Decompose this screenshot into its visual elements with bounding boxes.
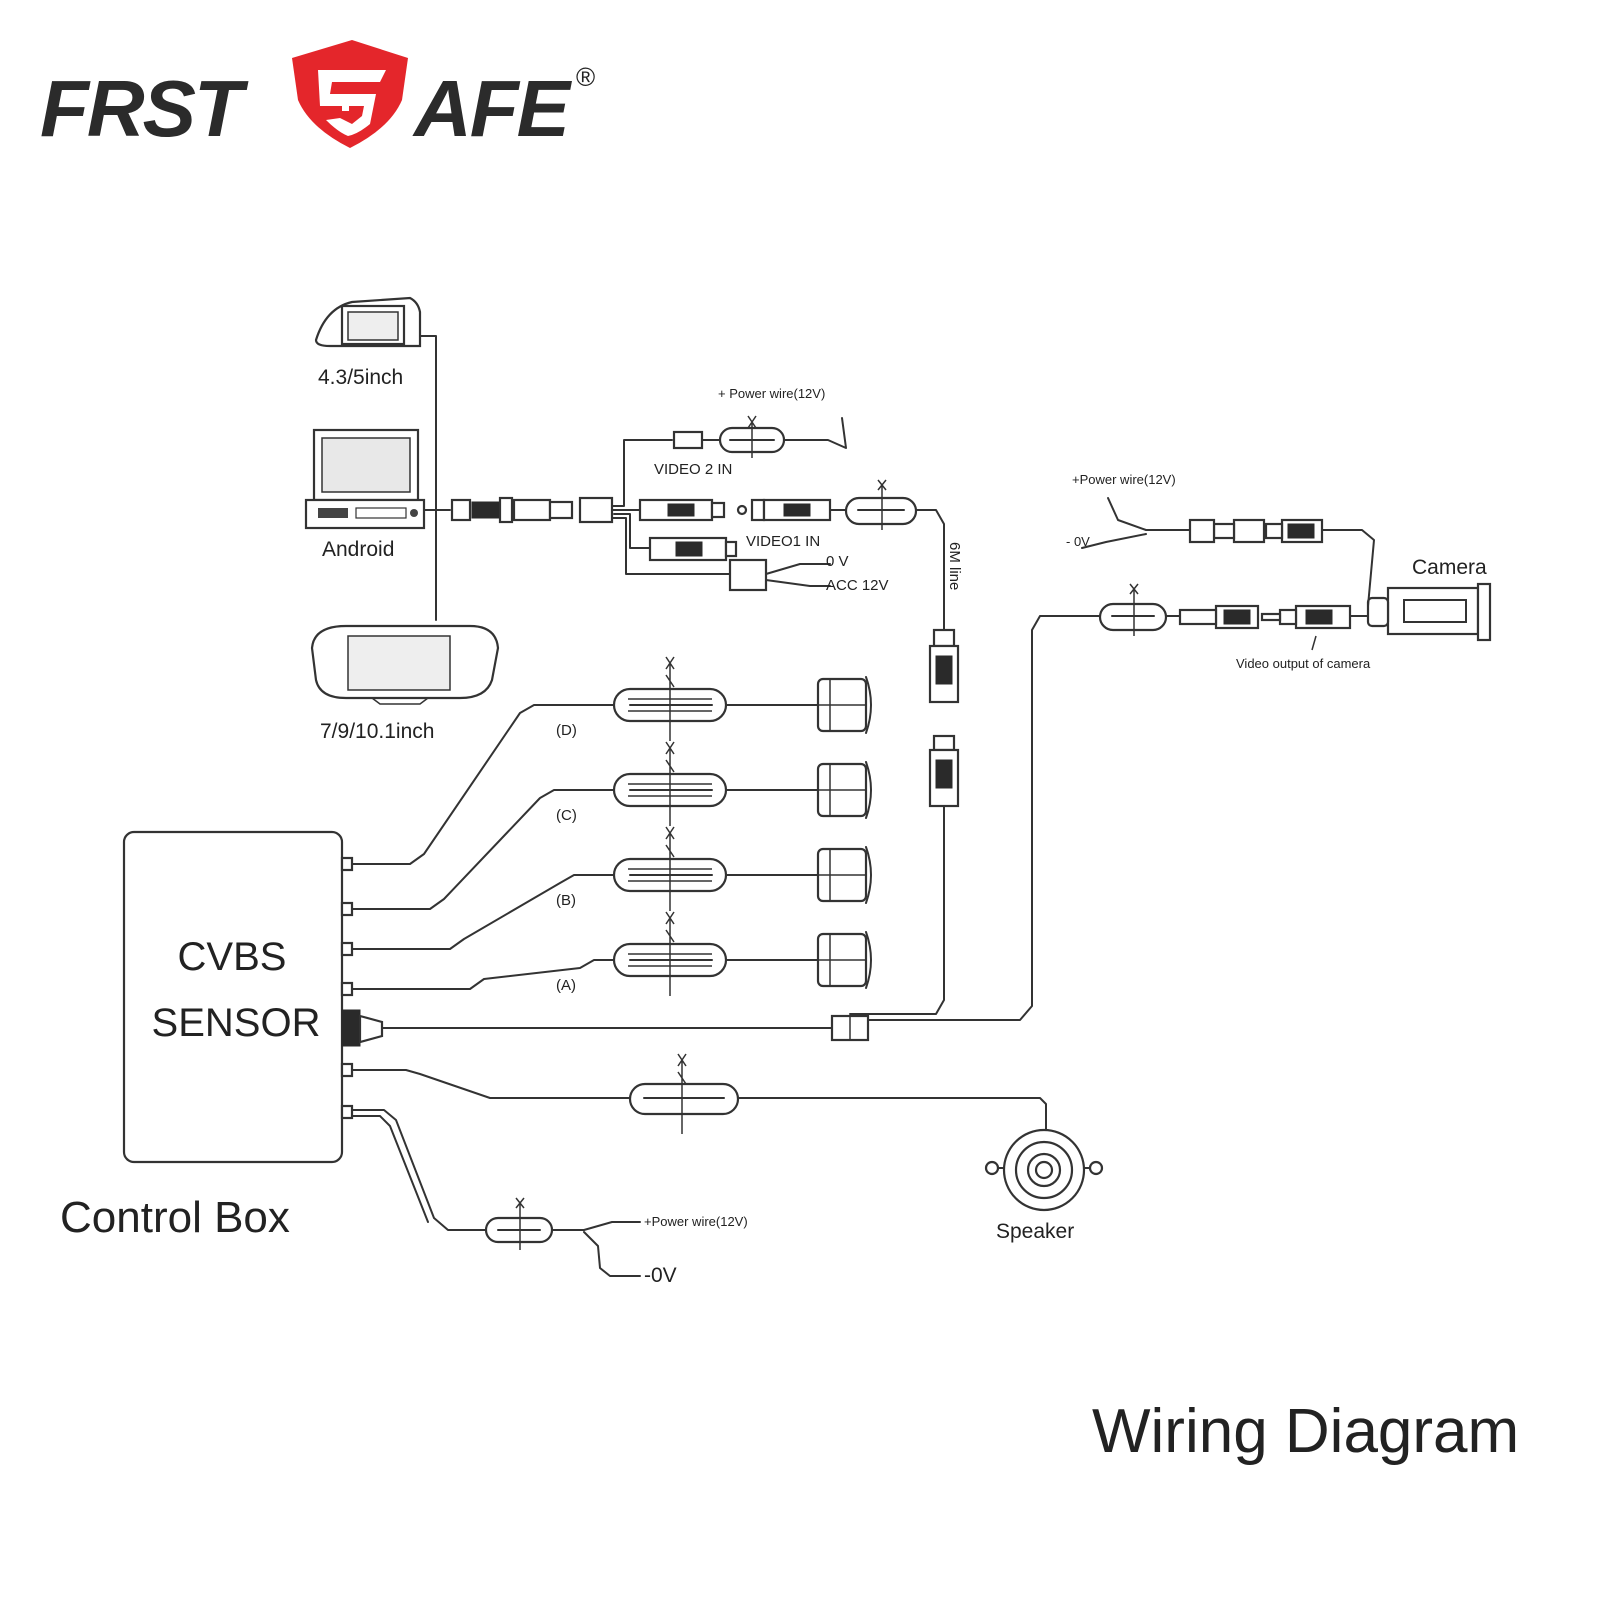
power-branch-wire — [611, 439, 673, 507]
video-bus-connector — [381, 1014, 870, 1042]
acc-module — [728, 558, 768, 592]
parking-sensors: (D) (C) (B) (A) — [351, 656, 872, 996]
camera-power-wire-label: +Power wire(12V) — [1072, 472, 1176, 487]
acc-12v-label: ACC 12V — [826, 577, 889, 594]
shield-logo-icon — [292, 40, 408, 148]
registered-mark: ® — [576, 62, 595, 92]
main-connector-chain — [450, 496, 614, 524]
mirror-monitor-icon — [310, 624, 500, 705]
camera-video-wire — [849, 583, 1369, 1021]
small-monitor-label: 4.3/5inch — [318, 366, 403, 389]
sensor-row: (C) — [351, 741, 872, 910]
speaker-wire — [351, 1053, 1047, 1134]
brand-name-left: FRST — [40, 64, 249, 153]
mirror-monitor-label: 7/9/10.1inch — [320, 720, 434, 743]
video2-connector — [638, 498, 726, 522]
top-power-wire — [672, 415, 847, 458]
video-extension — [736, 479, 960, 1015]
control-box-power-wire — [351, 1109, 641, 1277]
monitor-bus-wire — [419, 335, 437, 621]
android-unit-icon — [304, 428, 426, 530]
video2-label: VIDEO 2 IN — [654, 461, 732, 478]
diagram-title: Wiring Diagram — [1092, 1397, 1519, 1466]
zero-v-label: 0 V — [826, 553, 849, 570]
video1-label: VIDEO1 IN — [746, 533, 820, 550]
video1-branch-wire — [613, 513, 651, 549]
speaker-label: Speaker — [996, 1220, 1074, 1243]
six-m-line-label: 6M line — [946, 542, 963, 590]
control-box-line1: CVBS — [178, 935, 287, 979]
camera-0v-label: - 0V — [1066, 534, 1090, 549]
sensor-label: (A) — [556, 977, 576, 994]
control-box-0v-label: -0V — [644, 1264, 677, 1287]
camera-icon — [1366, 582, 1492, 642]
control-box-caption: Control Box — [60, 1193, 290, 1242]
control-box-line2: SENSOR — [152, 1001, 321, 1045]
sensor-row: (D) — [351, 656, 872, 865]
sensor-row: (A) — [351, 911, 872, 996]
brand-logo: FRST AFE ® — [40, 40, 595, 153]
control-box-power-label: +Power wire(12V) — [644, 1214, 748, 1229]
acc-wires — [765, 563, 831, 587]
sensor-label: (C) — [556, 807, 577, 824]
sensor-label: (B) — [556, 892, 576, 909]
sensor-label: (D) — [556, 722, 577, 739]
small-monitor-icon — [314, 296, 422, 348]
camera-video-output-label: Video output of camera — [1236, 656, 1371, 671]
control-box-icon — [122, 830, 384, 1164]
brand-name-right: AFE — [412, 64, 573, 153]
sensor-row: (B) — [351, 826, 872, 950]
speaker-icon — [984, 1128, 1104, 1212]
acc-branch-wire — [611, 517, 731, 575]
top-power-wire-label: + Power wire(12V) — [718, 386, 825, 401]
camera-power-wire — [1081, 497, 1375, 607]
android-unit-label: Android — [322, 538, 394, 561]
video1-connector — [648, 536, 738, 562]
camera-label: Camera — [1412, 556, 1487, 579]
